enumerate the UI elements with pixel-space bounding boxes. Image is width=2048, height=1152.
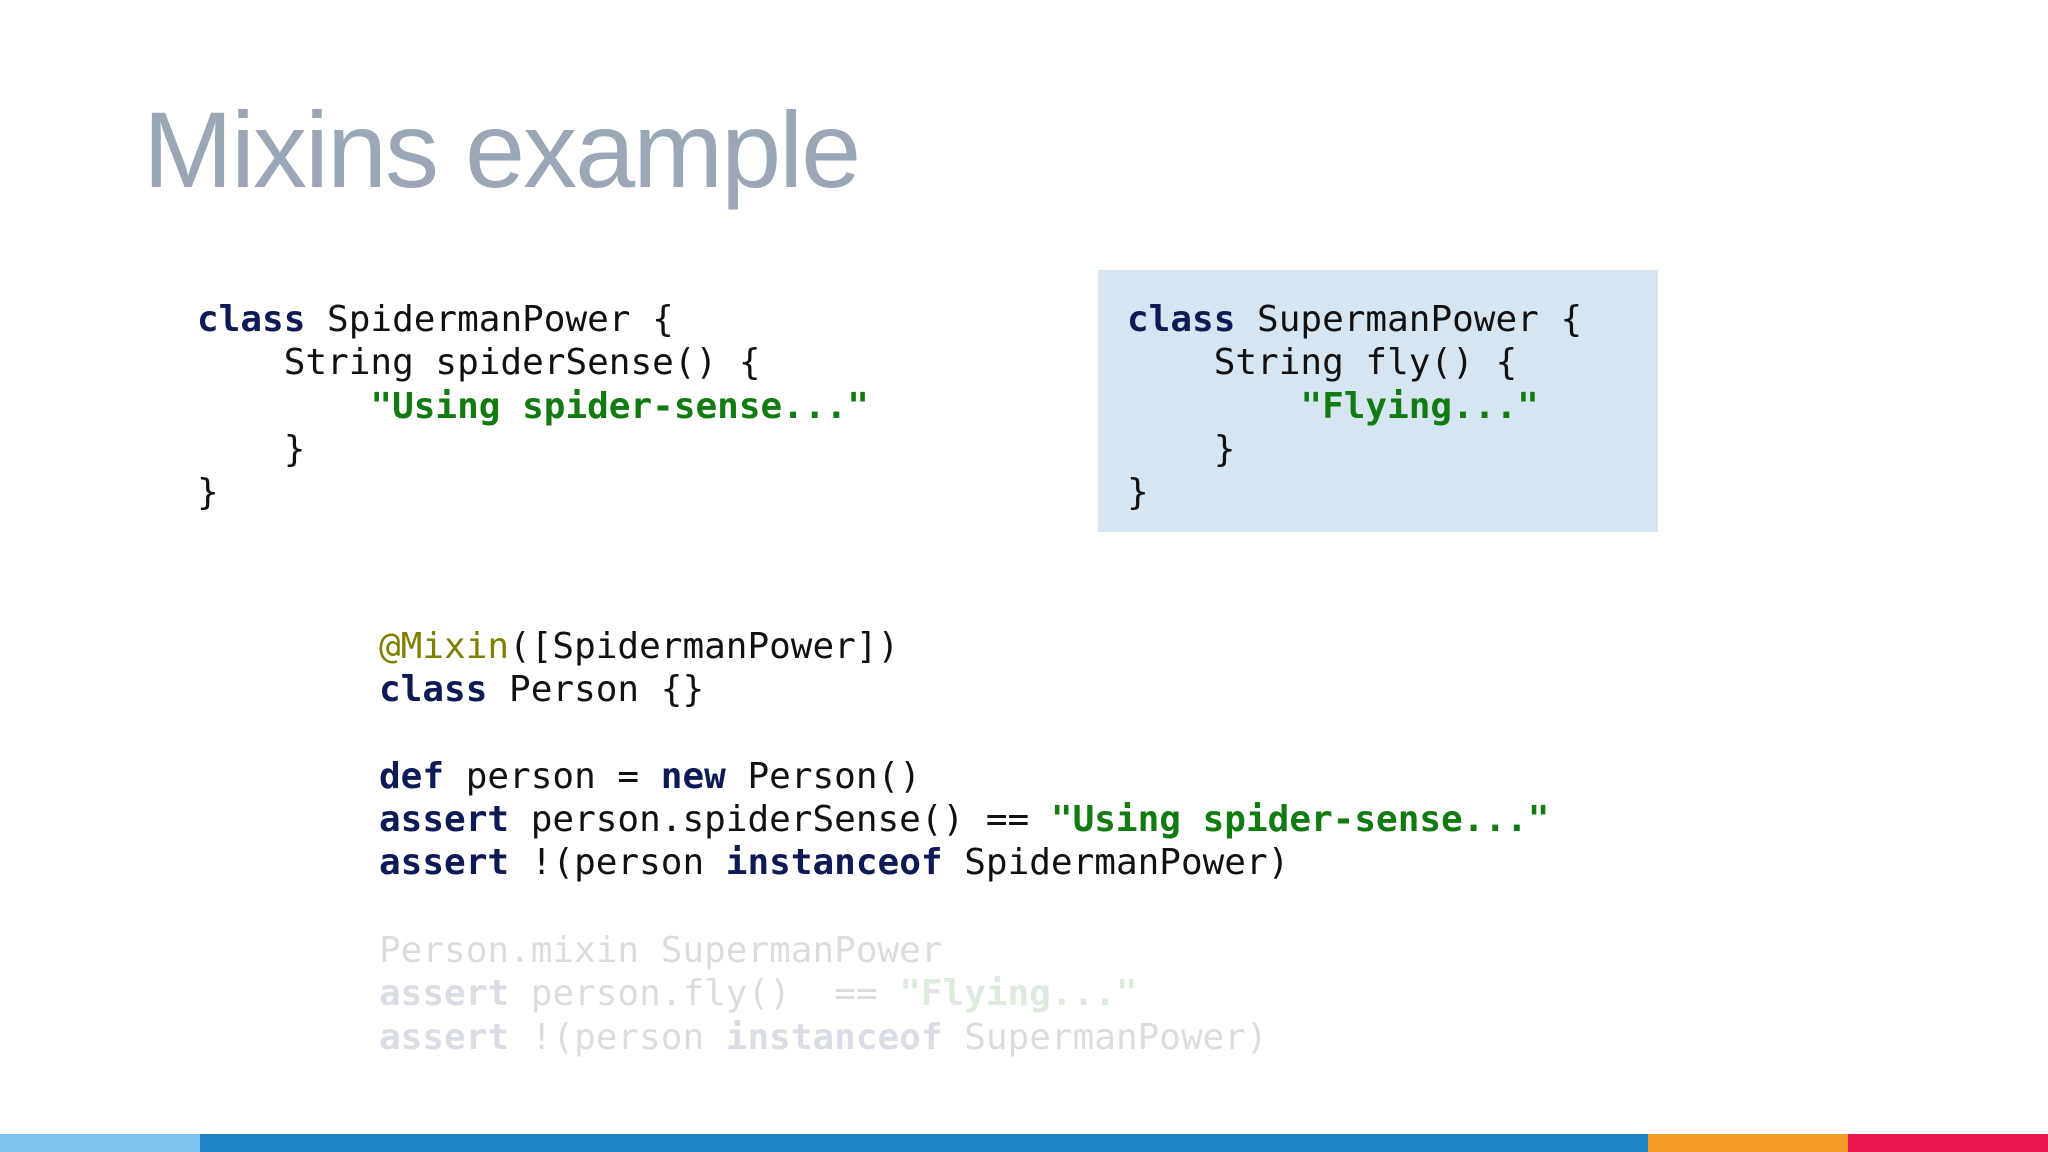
code-text: SupermanPower) [942, 1016, 1268, 1058]
code-text: ([SpidermanPower]) [509, 626, 900, 667]
string-literal: "Flying..." [899, 973, 1138, 1015]
person-mixin-code: @Mixin([SpidermanPower]) class Person {}… [379, 625, 1549, 885]
spiderman-power-code: class SpidermanPower { String spiderSens… [197, 298, 869, 514]
bottom-color-bar [0, 1134, 2048, 1152]
string-literal: "Using spider-sense..." [1050, 799, 1550, 841]
code-text: SpidermanPower { [305, 299, 674, 340]
annotation: @Mixin [379, 626, 510, 667]
slide-title: Mixins example [143, 89, 861, 210]
code-text: person.spiderSense() == [509, 799, 1051, 841]
bar-segment-orange [1648, 1134, 1848, 1152]
keyword: new [660, 755, 726, 797]
code-text: } [197, 472, 219, 514]
keyword: assert [379, 973, 510, 1015]
code-text: SupermanPower { [1235, 299, 1583, 340]
code-text: String fly() { [1127, 342, 1518, 384]
bar-segment-light-blue [0, 1134, 200, 1152]
keyword: class [197, 299, 306, 340]
code-text: } [1127, 428, 1236, 470]
code-text: person.fly() == [509, 973, 900, 1015]
keyword: class [1127, 299, 1236, 340]
code-text: Person() [725, 755, 921, 797]
code-text: SpidermanPower) [942, 842, 1290, 884]
code-text: String spiderSense() { [197, 342, 761, 384]
bar-segment-blue [200, 1134, 1648, 1152]
keyword: instanceof [725, 1016, 943, 1058]
keyword: instanceof [725, 842, 943, 884]
highlight-box [1098, 270, 1658, 532]
code-text: person = [444, 755, 661, 797]
string-literal: "Using spider-sense..." [370, 385, 869, 427]
keyword: def [379, 755, 445, 797]
keyword: assert [379, 1016, 510, 1058]
keyword: class [379, 669, 488, 711]
keyword: assert [379, 842, 510, 884]
code-text: !(person [509, 842, 726, 884]
runtime-mixin-code-faded: Person.mixin SupermanPower assert person… [379, 929, 1268, 1059]
code-text: Person.mixin SupermanPower [379, 930, 943, 971]
code-indent [1127, 386, 1300, 427]
superman-power-code: class SupermanPower { String fly() { "Fl… [1127, 298, 1582, 514]
keyword: assert [379, 799, 510, 841]
code-text: } [1127, 472, 1149, 514]
code-indent [197, 386, 370, 427]
code-text: } [197, 428, 306, 470]
string-literal: "Flying..." [1300, 385, 1539, 427]
code-text: Person {} [487, 669, 705, 711]
bar-segment-red [1848, 1134, 2048, 1152]
code-text: !(person [509, 1016, 726, 1058]
